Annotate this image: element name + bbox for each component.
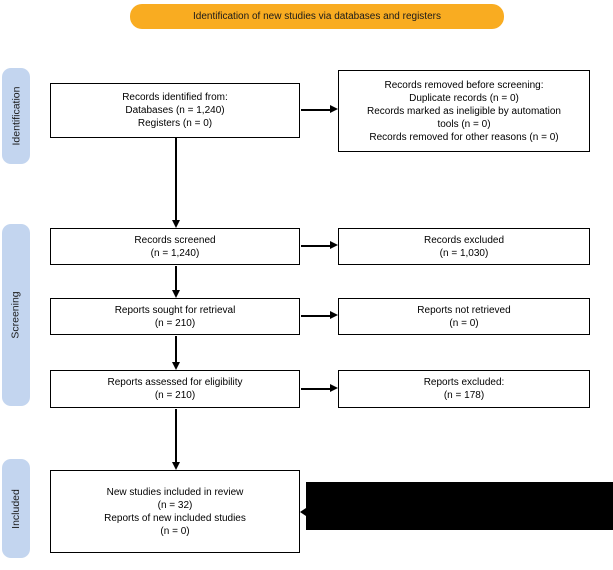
arrow-assessed-to-included-head: [171, 462, 180, 470]
box-line: Records removed before screening:: [384, 79, 544, 91]
box-records-removed-before-screening: Records removed before screening: Duplic…: [338, 70, 590, 152]
redacted-box: [306, 482, 613, 530]
box-new-studies-included-in-review: New studies included in review (n = 32) …: [50, 470, 300, 553]
phase-label-included-text: Included: [10, 488, 23, 529]
box-line: Records screened: [134, 234, 216, 246]
box-line: tools (n = 0): [437, 118, 491, 130]
box-line: (n = 0): [160, 525, 190, 537]
box-line: Reports of new included studies: [104, 512, 246, 524]
arrow-sought-to-not-retrieved-line: [301, 315, 331, 317]
arrow-sought-to-assessed-line: [175, 336, 177, 362]
box-records-screened: Records screened (n = 1,240): [50, 228, 300, 265]
box-line: (n = 210): [154, 317, 196, 329]
box-line: (n = 210): [154, 390, 196, 401]
box-reports-not-retrieved: Reports not retrieved (n = 0): [338, 298, 590, 335]
arrow-assessed-to-excluded-line: [301, 388, 331, 390]
box-line: Reports not retrieved: [417, 304, 511, 316]
arrow-assessed-to-excluded-head: [330, 384, 338, 392]
box-reports-sought-for-retrieval: Reports sought for retrieval (n = 210): [50, 298, 300, 335]
phase-label-screening: Screening: [2, 224, 30, 406]
arrow-sought-to-assessed-head: [171, 362, 180, 370]
box-line: Records marked as ineligible by automati…: [367, 105, 561, 117]
box-line: (n = 1,240): [150, 247, 200, 259]
box-line: (n = 178): [443, 390, 485, 401]
box-line: Duplicate records (n = 0): [409, 92, 519, 104]
arrow-screened-to-sought-line: [175, 266, 177, 290]
arrow-identified-to-removed-line: [301, 109, 331, 111]
banner-databases-registers: Identification of new studies via databa…: [130, 4, 504, 29]
box-line: Reports assessed for eligibility: [107, 377, 243, 388]
arrow-screened-to-sought-head: [171, 290, 180, 298]
arrow-identified-to-screened-head: [171, 220, 180, 228]
box-line: (n = 0): [449, 317, 479, 329]
arrow-screened-to-excluded-head: [330, 241, 338, 249]
box-reports-assessed-for-eligibility: Reports assessed for eligibility (n = 21…: [50, 370, 300, 408]
banner-label: Identification of new studies via databa…: [193, 11, 441, 22]
arrow-screened-to-excluded-line: [301, 245, 331, 247]
phase-label-included: Included: [2, 459, 30, 558]
phase-label-identification-text: Identification: [10, 86, 22, 146]
arrow-identified-to-screened-line: [175, 138, 177, 220]
arrow-sought-to-not-retrieved-head: [330, 311, 338, 319]
box-line: Reports excluded:: [423, 377, 505, 388]
box-line: (n = 1,030): [439, 247, 489, 259]
box-line: Records excluded: [423, 234, 505, 246]
arrow-identified-to-removed-head: [330, 105, 338, 113]
box-line: Reports sought for retrieval: [114, 304, 236, 316]
box-reports-excluded: Reports excluded: (n = 178): [338, 370, 590, 408]
phase-label-screening-text: Screening: [10, 291, 22, 339]
box-line: New studies included in review: [106, 486, 244, 498]
arrow-assessed-to-included-line: [175, 409, 177, 462]
box-records-excluded: Records excluded (n = 1,030): [338, 228, 590, 265]
arrow-redacted-to-included-head: [300, 508, 306, 516]
phase-label-identification: Identification: [2, 68, 30, 164]
box-line: Records removed for other reasons (n = 0…: [369, 131, 559, 143]
box-line: (n = 32): [157, 499, 193, 511]
box-line: Databases (n = 1,240): [125, 105, 225, 116]
box-line: Records identified from:: [122, 92, 228, 103]
box-records-identified: Records identified from: Databases (n = …: [50, 83, 300, 138]
box-line: Registers (n = 0): [137, 118, 213, 129]
